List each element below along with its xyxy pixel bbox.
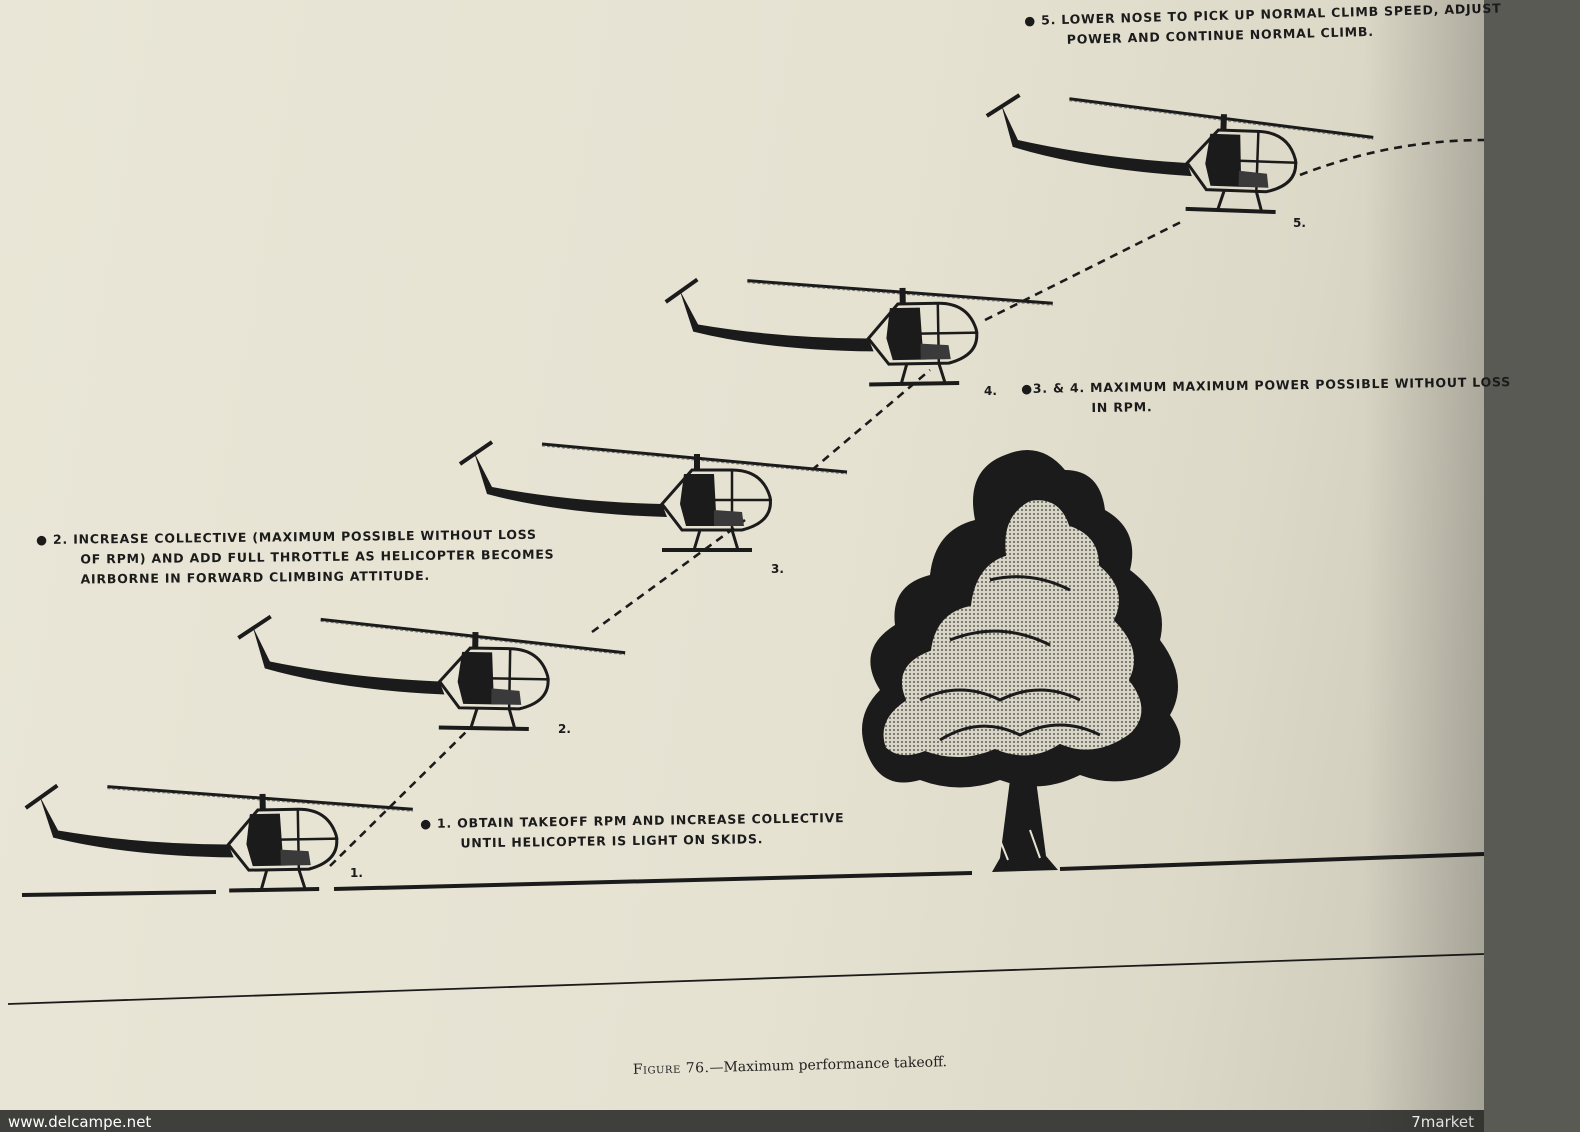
helicopter-2	[234, 613, 628, 733]
helicopter-5	[984, 94, 1375, 215]
helicopter-4	[663, 271, 1057, 391]
position-label-3: 3.	[771, 562, 784, 576]
step-34-text: ●3. & 4. MAXIMUM MAXIMUM POWER POSSIBLE …	[1021, 372, 1511, 419]
tree	[862, 450, 1181, 872]
watermark-right: 7market	[1411, 1113, 1474, 1131]
takeoff-diagram	[7, 0, 1485, 1005]
figure-number: Figure 76.	[632, 1059, 710, 1078]
figure-rule	[7, 953, 1485, 1005]
diagram-page: ● 5. LOWER NOSE TO PICK UP NORMAL CLIMB …	[0, 0, 1511, 1132]
watermark-left: www.delcampe.net	[8, 1113, 152, 1131]
position-label-2: 2.	[558, 722, 571, 736]
ground-line-middle	[333, 871, 973, 891]
step-2-text: ● 2. INCREASE COLLECTIVE (MAXIMUM POSSIB…	[36, 525, 555, 590]
ground-line-right	[1059, 852, 1485, 871]
position-label-4: 4.	[984, 384, 997, 398]
step-1-text: ● 1. OBTAIN TAKEOFF RPM AND INCREASE COL…	[420, 808, 845, 854]
position-label-1: 1.	[350, 866, 363, 880]
flight-path	[329, 138, 1485, 867]
ground-line-left	[21, 890, 217, 897]
watermark-bar	[0, 1110, 1484, 1132]
position-label-5: 5.	[1293, 216, 1306, 230]
